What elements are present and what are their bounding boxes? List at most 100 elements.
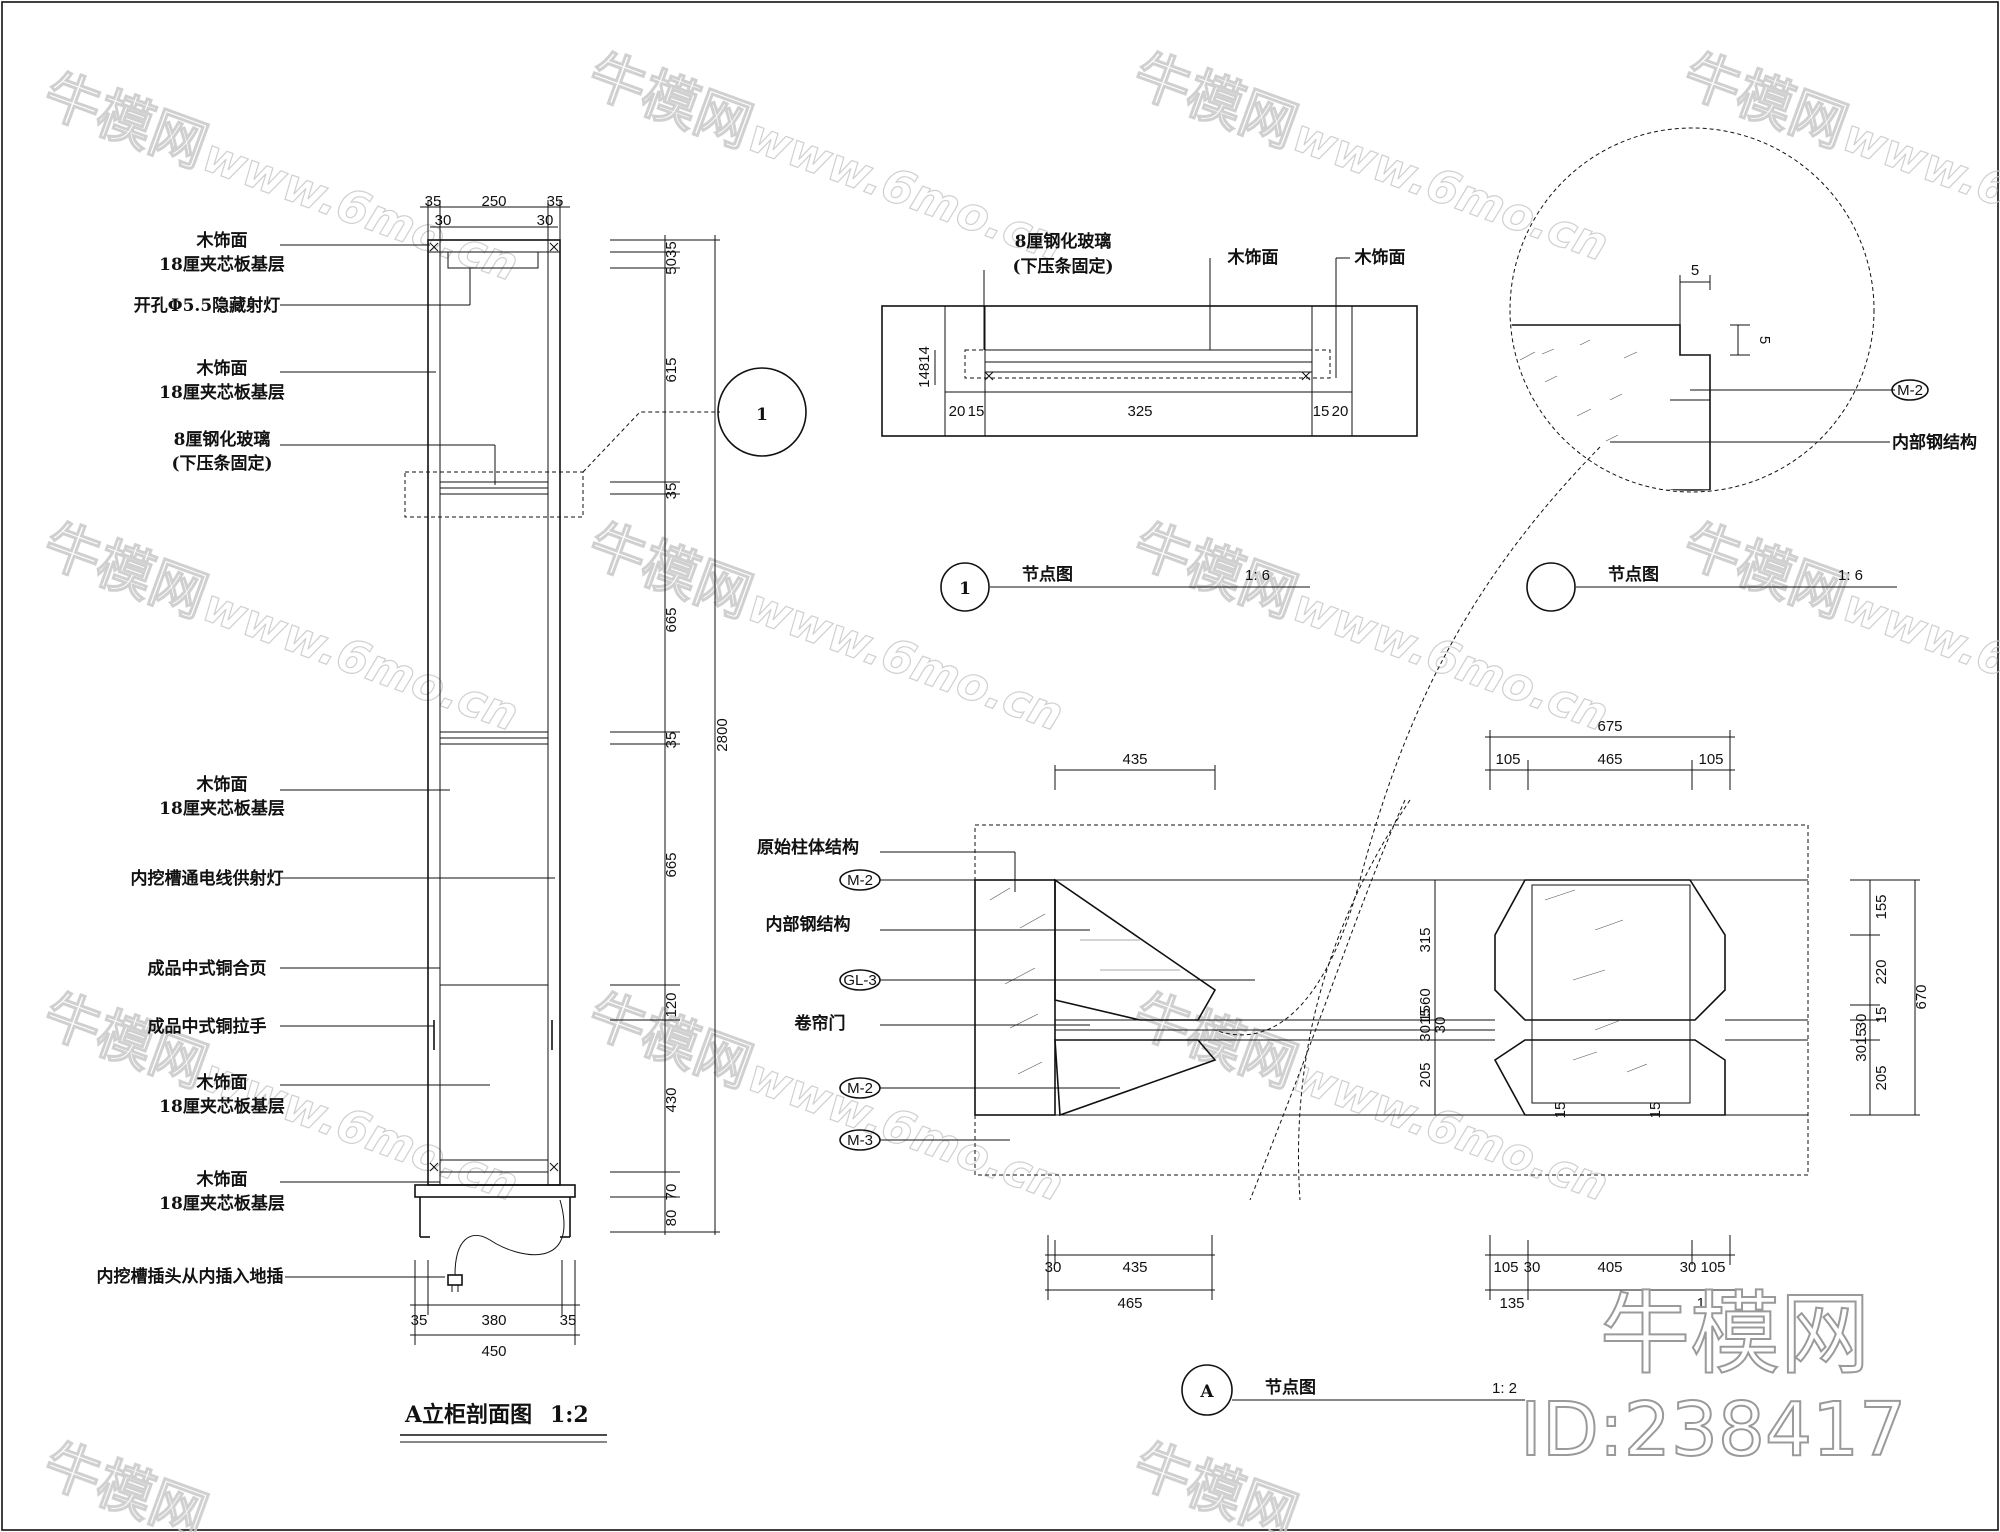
label-tempered-glass: 8厘钢化玻璃 [1015,231,1112,252]
corner-watermark-id: ID:238417 [1520,1387,1906,1473]
dim-text: 665 [663,852,680,877]
detail-a: 原始柱体结构 内部钢结构 卷帘门 M-2 GL-3 M-2 M-3 435 67… [757,718,1930,1416]
dim-text: 3015 [1853,1028,1870,1061]
label-plywood-base: 18厘夹芯板基层 [159,254,285,275]
power-cord [454,1199,565,1276]
elevation-scale: 1:2 [550,1402,589,1428]
dim-text: 15 [1552,1102,1569,1119]
label-steel-structure: 内部钢结构 [766,914,851,935]
label-wood-finish: 木饰面 [1354,247,1406,268]
dim-total: 670 [1913,984,1930,1009]
dim-text: 450 [481,1343,506,1360]
dim-text: 30 [1853,1014,1870,1031]
material-tag [839,969,881,991]
glass-section [984,349,1313,373]
tag-text: M-2 [1897,382,1923,399]
label-floor-socket: 内挖槽插头从内插入地插 [97,1266,284,1287]
dim-text: 5035 [663,241,680,274]
detail-2-zoom-circle [1509,127,1875,493]
dim-text: 155 [1873,894,1890,919]
tag-text: M-2 [847,872,873,889]
label-wire-groove: 内挖槽通电线供射灯 [131,868,284,889]
watermark-url: www.6mo.cn [196,578,526,742]
dim-text: 15 [1313,403,1330,420]
dim-text: 430 [663,1087,680,1112]
watermark-url: www.6mo.cn [1286,108,1616,272]
label-plywood-base: 18厘夹芯板基层 [159,798,285,819]
dim-text: 15 [1647,1102,1664,1119]
dim-text: 5 [1691,262,1699,279]
label-plywood-base: 18厘夹芯板基层 [159,1096,285,1117]
dim-text: 13 [1697,1295,1714,1312]
concealed-light [447,251,539,269]
dim-text: 105 [1700,1259,1725,1276]
dim-text: 30 [1045,1259,1062,1276]
label-handle: 成品中式铜拉手 [148,1016,267,1037]
label-plywood-base: 18厘夹芯板基层 [159,1193,285,1214]
dim-text: 435 [1122,1259,1147,1276]
material-tag [839,1129,881,1151]
label-hidden-spotlight: 开孔Φ5.5隐藏射灯 [134,295,280,316]
material-tag [839,869,881,891]
label-plywood-base: 18厘夹芯板基层 [159,382,285,403]
dim-text: 14814 [916,346,933,388]
dim-text: 30 [537,212,554,229]
tag-text: M-2 [847,1080,873,1097]
corner-watermark: 牛模网 ID:238417 [1519,1281,1907,1474]
dim-text: 220 [1873,959,1890,984]
dim-text: 30 [1680,1259,1697,1276]
detail-2-title: 节点图 [1608,564,1659,585]
dim-text: 205 [1417,1062,1434,1087]
elevation-a: 1 35 250 35 30 30 35 380 35 450 [97,193,807,1443]
detail-1-title: 节点图 [1022,564,1073,585]
dim-text: 3015 [1417,1008,1434,1041]
detail-a-scale: 1: 2 [1492,1380,1517,1397]
dim-text: 105 [1493,1259,1518,1276]
dim-total-height: 2800 [714,718,731,751]
label-original-column: 原始柱体结构 [757,837,859,858]
label-hinge: 成品中式铜合页 [148,958,267,979]
detail-2-scale: 1: 6 [1838,567,1863,584]
material-tag [1891,379,1929,401]
watermark-brand: 牛模网 [35,1432,215,1532]
dim-text: 15 [1873,1007,1890,1024]
material-tag [839,1077,881,1099]
dim-text: 5 [1756,336,1773,344]
label-tempered-glass: 8厘钢化玻璃 [174,429,271,450]
detail-1-number: 1 [959,579,971,599]
label-wood-finish: 木饰面 [196,1072,248,1093]
dim-text: 35 [663,732,680,749]
dim-text: 1560 [1417,988,1434,1021]
watermark-url: www.6mo.cn [1286,1048,1616,1212]
detail-1-marker-box [404,471,584,518]
dim-text: 615 [663,357,680,382]
detail-a-number: A [1199,1382,1214,1402]
watermark-url: www.6mo.cn [1836,578,2000,742]
dim-text: 20 [949,403,966,420]
dim-text: 35 [663,483,680,500]
dim-text: 120 [663,992,680,1017]
dim-text: 325 [1127,403,1152,420]
detail-2: 5 5 M-2 内部钢结构 节点图 1: 6 [1214,127,1977,1036]
dim-text: 80 [663,1210,680,1227]
dim-text: 435 [1122,751,1147,768]
watermark-brand: 牛模网 [35,62,215,181]
dim-text: 70 [663,1184,680,1201]
label-glass-fixing: (下压条固定) [1012,256,1113,277]
dim-text: 250 [481,193,506,210]
dim-text: 465 [1597,751,1622,768]
dim-text: 35 [411,1312,428,1329]
dim-text: 30 [1432,1017,1449,1034]
steel-column [1494,879,1726,1021]
label-glass-fixing: (下压条固定) [171,453,272,474]
dim-text: 35 [425,193,442,210]
label-rolling-door: 卷帘门 [794,1013,846,1034]
dim-text: 35 [560,1312,577,1329]
detail-a-title-bubble [1181,1364,1233,1416]
dim-text: 135 [1499,1295,1524,1312]
detail-1: 8厘钢化玻璃 (下压条固定) 木饰面 木饰面 20 15 325 15 20 1… [881,231,1418,612]
dim-text: 405 [1597,1259,1622,1276]
